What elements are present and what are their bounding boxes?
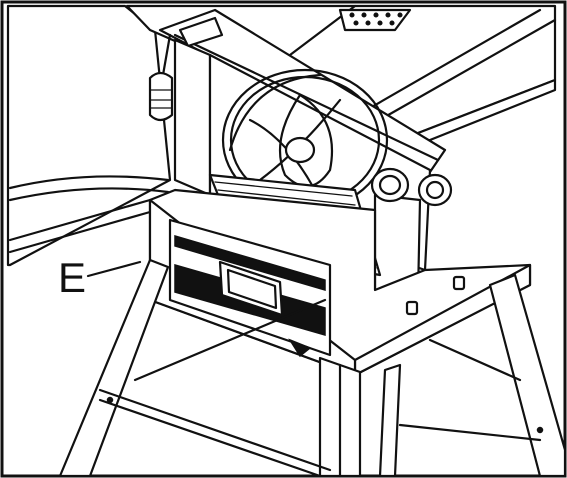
mounting-bolt xyxy=(452,275,466,291)
callout-label-e: E xyxy=(58,254,86,301)
stand-box xyxy=(148,188,532,377)
stand-leg-right xyxy=(488,273,567,478)
table-insert xyxy=(338,8,412,32)
lock-handle xyxy=(148,33,174,122)
adjustment-knob-right xyxy=(417,173,453,207)
stand-leg-rear xyxy=(378,363,402,478)
cross-brace xyxy=(98,298,542,478)
adjustment-knob-left xyxy=(370,167,410,203)
stand-leg-center xyxy=(318,356,362,478)
stand-leg-left xyxy=(58,258,170,478)
mounting-bolt xyxy=(405,300,419,316)
callout-leader xyxy=(86,260,142,278)
open-door xyxy=(6,4,172,267)
drawer-handle xyxy=(218,260,284,317)
bracket xyxy=(288,338,312,358)
